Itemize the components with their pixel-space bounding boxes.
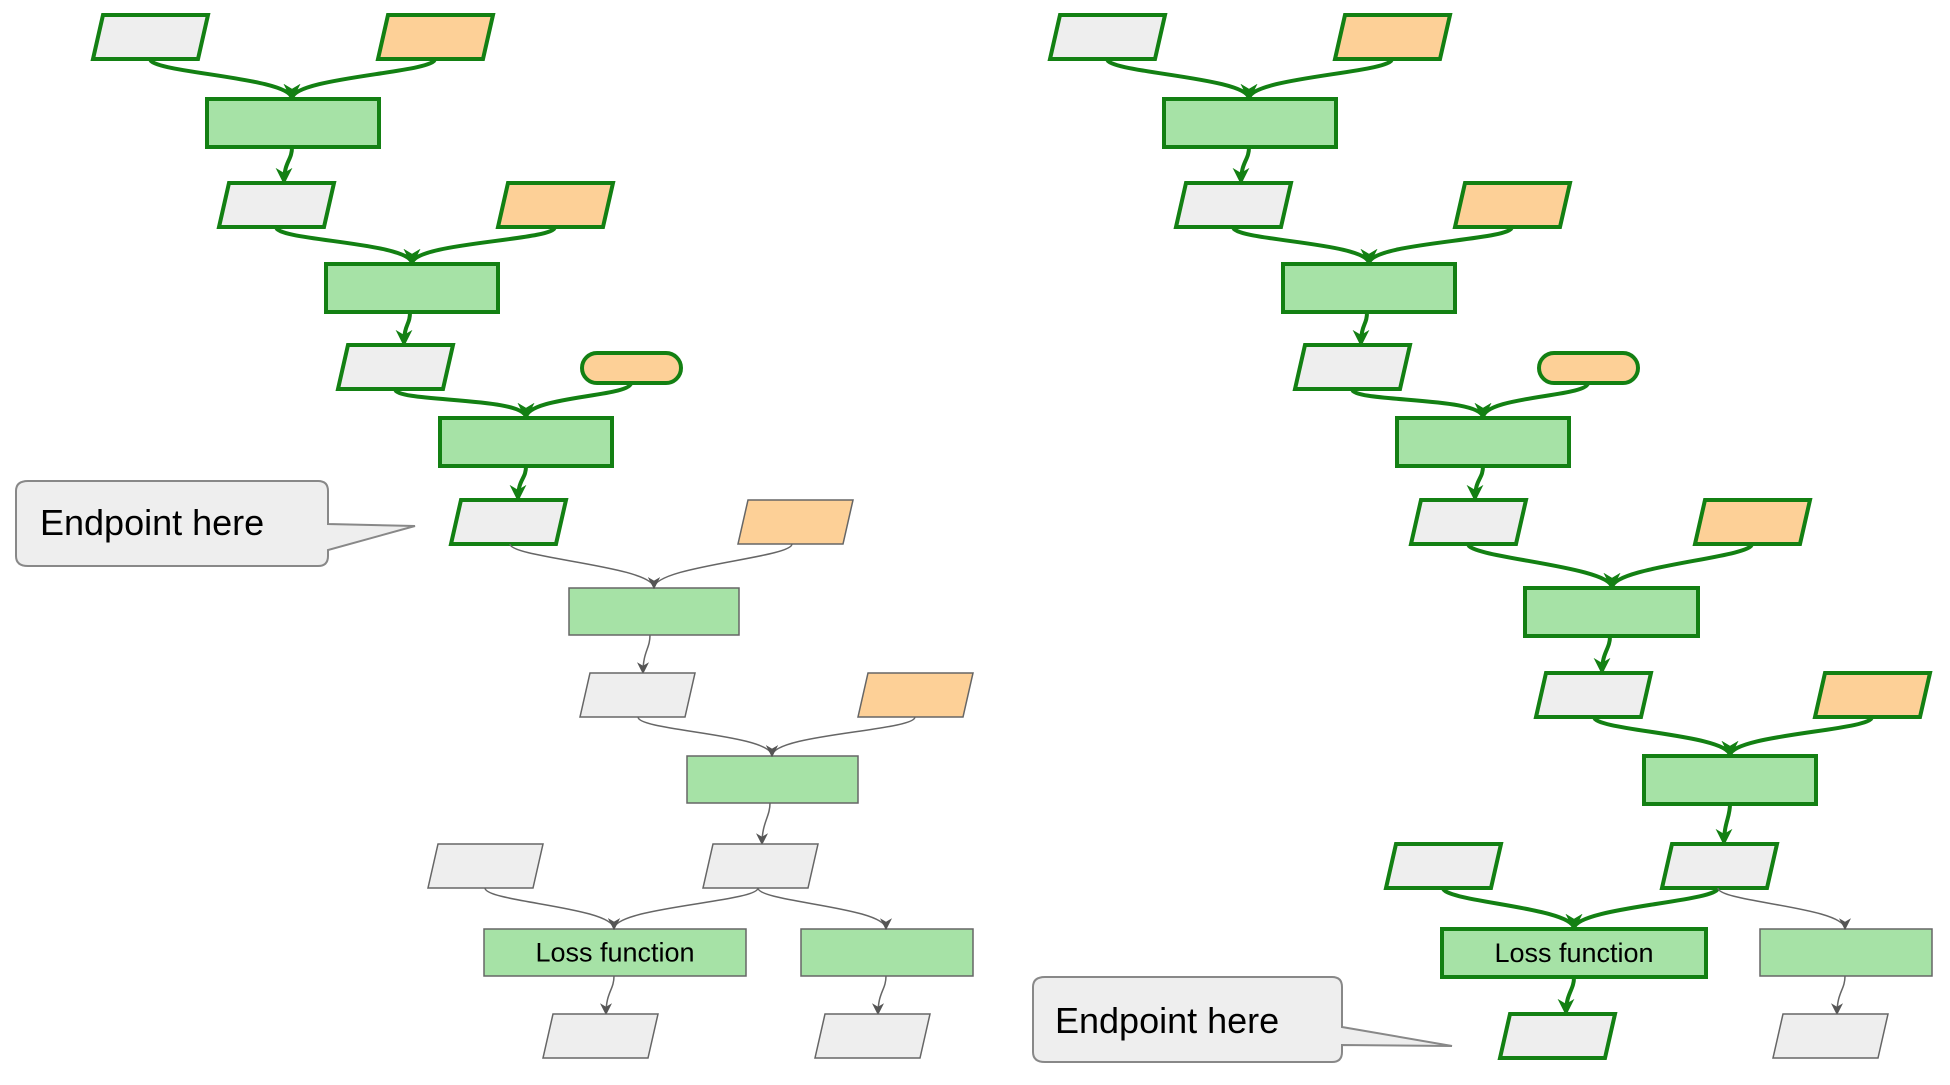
intermediate-tensor — [1173, 181, 1294, 229]
active-edge — [1231, 225, 1378, 266]
input-tensor — [90, 13, 211, 61]
active-edge — [395, 311, 413, 347]
operation-node — [438, 416, 614, 468]
loss-function-node — [483, 928, 747, 977]
inactive-edge — [648, 543, 793, 590]
callout-bubble — [15, 480, 416, 567]
active-edge — [1466, 542, 1621, 590]
output-tensor — [542, 1013, 659, 1059]
active-edge — [1350, 387, 1492, 420]
active-edge — [1232, 146, 1251, 185]
operation-node — [1523, 586, 1700, 638]
loss-function-label: Loss function — [535, 938, 694, 968]
active-edge — [403, 225, 557, 266]
callout-text: Endpoint here — [40, 502, 264, 543]
inactive-edge — [637, 716, 778, 758]
endpoint-callout-right: Endpoint here — [1032, 976, 1453, 1063]
active-edge — [1603, 542, 1754, 590]
active-edge — [1466, 465, 1485, 502]
active-edge — [1715, 803, 1733, 846]
parameter-tensor — [1332, 13, 1453, 61]
inactive-edge — [637, 634, 651, 675]
parameter-pill — [580, 351, 683, 385]
intermediate-tensor — [216, 181, 337, 229]
input-tensor — [1047, 13, 1168, 61]
active-edge — [1360, 225, 1514, 266]
active-edge — [1593, 635, 1612, 675]
inactive-edge — [872, 975, 887, 1016]
parameter-tensor — [1692, 498, 1813, 546]
active-edge — [393, 387, 535, 420]
parameter-tensor — [1812, 671, 1933, 719]
active-edge — [1557, 976, 1576, 1016]
intermediate-tensor — [1533, 671, 1654, 719]
parameter-tensor — [1452, 181, 1573, 229]
active-edge — [275, 146, 294, 185]
parameter-tensor — [737, 499, 854, 545]
inactive-edge — [1831, 975, 1846, 1016]
active-edge — [1240, 57, 1394, 101]
endpoint-tensor — [1497, 1012, 1618, 1060]
active-edge — [1105, 57, 1258, 101]
inactive-edge — [757, 887, 892, 931]
endpoint-callout-left: Endpoint here — [15, 480, 416, 567]
intermediate-tensor — [579, 672, 696, 718]
active-edge — [148, 57, 301, 101]
active-edge — [517, 381, 633, 420]
inactive-edge — [608, 887, 759, 931]
prediction-tensor — [1659, 842, 1780, 890]
operation-node — [205, 97, 381, 149]
input-tensor — [1383, 842, 1504, 890]
parameter-tensor — [375, 13, 496, 61]
active-edge — [1721, 715, 1874, 758]
output-tensor — [814, 1013, 931, 1059]
active-edge — [509, 465, 528, 502]
operation-node — [1395, 416, 1571, 468]
inactive-edge — [1717, 887, 1851, 931]
inactive-edge — [766, 716, 916, 758]
input-tensor — [427, 843, 544, 889]
operation-node — [1759, 928, 1933, 977]
inactive-edge — [600, 975, 615, 1016]
intermediate-tensor — [1408, 498, 1529, 546]
callout-text: Endpoint here — [1055, 1000, 1279, 1041]
parameter-tensor — [857, 672, 974, 718]
inactive-edge — [509, 543, 660, 590]
callout-bubble — [1032, 976, 1453, 1063]
inactive-edge — [484, 887, 620, 931]
operation-node — [1162, 97, 1338, 149]
active-edge — [1352, 311, 1370, 347]
active-edge — [274, 225, 421, 266]
active-edge — [1592, 715, 1739, 758]
active-edge — [1441, 886, 1583, 931]
intermediate-tensor — [1292, 343, 1413, 391]
parameter-tensor — [495, 181, 616, 229]
active-edge — [1474, 381, 1590, 420]
active-edge — [1565, 886, 1720, 931]
endpoint-tensor — [448, 498, 569, 546]
operation-node — [324, 262, 500, 314]
output-tensor — [1772, 1013, 1889, 1059]
intermediate-tensor — [335, 343, 456, 391]
operation-node — [800, 928, 974, 977]
operation-node — [568, 587, 740, 636]
active-edge — [283, 57, 437, 101]
operation-node — [686, 755, 859, 804]
loss-function-label: Loss function — [1494, 938, 1653, 968]
operation-node — [1642, 754, 1818, 806]
inactive-edge — [756, 802, 771, 846]
operation-node — [1281, 262, 1457, 314]
prediction-tensor — [702, 843, 819, 889]
left-graph: Loss function — [90, 13, 974, 1059]
right-graph: Loss function — [1047, 13, 1933, 1060]
parameter-pill — [1537, 351, 1640, 385]
